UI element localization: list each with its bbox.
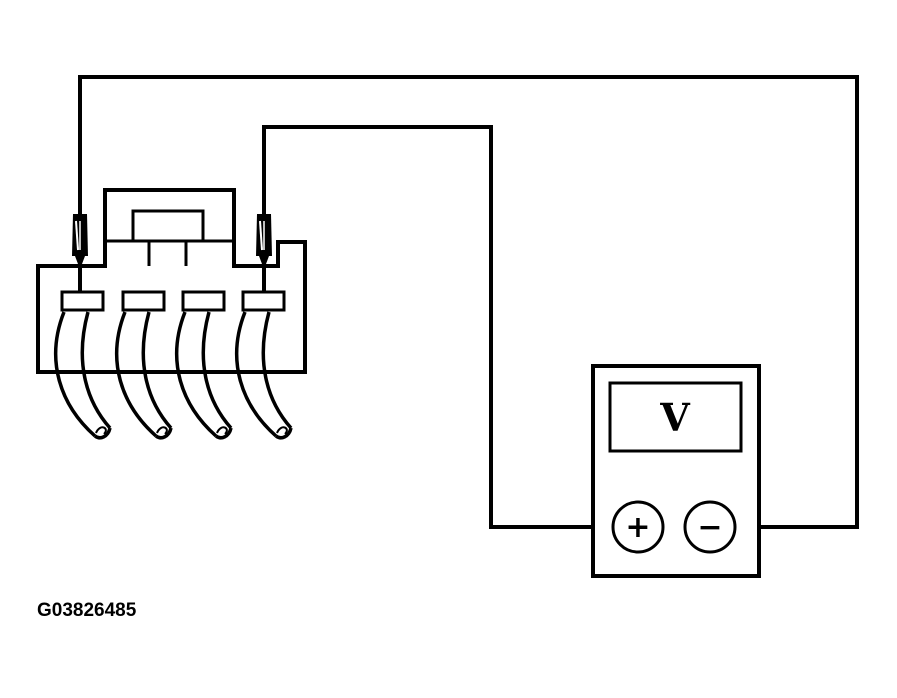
voltmeter: V + − xyxy=(591,364,761,578)
connector-body xyxy=(36,188,307,374)
positive-terminal-label: + xyxy=(625,510,650,545)
terminal-2 xyxy=(121,290,166,312)
terminal-4 xyxy=(241,290,286,312)
display-symbol: V xyxy=(659,395,691,440)
negative-terminal-label: − xyxy=(697,510,722,545)
test-lead-positive xyxy=(262,125,612,529)
figure-id-label: G03826485 xyxy=(37,600,137,621)
wire-4 xyxy=(234,311,293,440)
probe-positive xyxy=(256,214,272,264)
wire-1 xyxy=(53,311,112,440)
negative-terminal xyxy=(683,500,737,554)
positive-terminal xyxy=(611,500,665,554)
connector-latch xyxy=(105,209,234,266)
terminal-3 xyxy=(181,290,226,312)
voltmeter-display xyxy=(608,381,743,453)
terminal-1 xyxy=(60,290,105,312)
test-lead-negative xyxy=(78,75,859,529)
wire-3 xyxy=(174,311,233,440)
harness-wires xyxy=(53,311,293,440)
wire-2 xyxy=(114,311,173,440)
probe-negative xyxy=(72,214,88,264)
